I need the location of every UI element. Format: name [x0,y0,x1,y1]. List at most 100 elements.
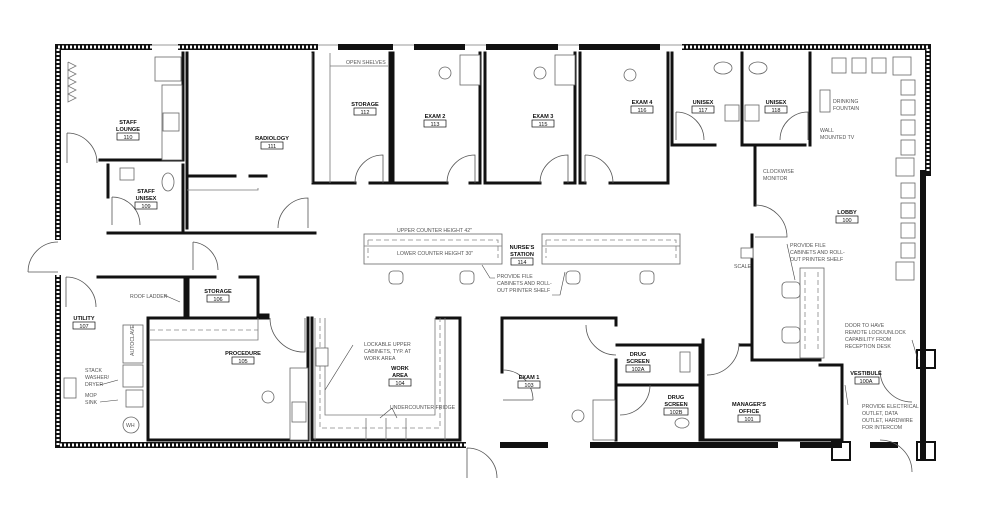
sink-icon [119,167,135,181]
svg-text:STAFF: STAFF [119,120,137,126]
svg-text:116: 116 [638,108,647,114]
svg-text:UNDERCOUNTER FRIDGE: UNDERCOUNTER FRIDGE [390,405,456,411]
svg-text:SCREEN: SCREEN [626,359,649,365]
svg-text:104: 104 [395,381,404,387]
room-label-nurses-station: NURSE'S STATION 114 [510,245,535,266]
svg-text:103: 103 [524,383,533,389]
toilet-icon [713,61,733,75]
svg-text:LOUNGE: LOUNGE [116,127,140,133]
svg-text:DRINKING: DRINKING [833,99,858,105]
svg-text:110: 110 [124,135,133,141]
svg-text:WORK: WORK [391,366,409,372]
svg-text:MANAGER'S: MANAGER'S [732,402,766,408]
svg-text:UNISEX: UNISEX [693,100,714,106]
svg-text:102B: 102B [669,410,682,416]
room-label-work-area: WORK AREA 104 [388,366,412,387]
svg-text:LOCKABLE UPPER: LOCKABLE UPPER [364,342,411,348]
room-label-procedure: PROCEDURE 105 [225,351,261,365]
svg-text:STACK: STACK [85,368,102,374]
svg-text:SCALE: SCALE [734,264,752,270]
svg-text:REMOTE LOCK/UNLOCK: REMOTE LOCK/UNLOCK [845,330,906,336]
svg-text:EXAM 3: EXAM 3 [533,114,554,120]
svg-text:UNISEX: UNISEX [136,196,157,202]
svg-text:106: 106 [213,297,222,303]
room-label-exam-4: EXAM 4 116 [630,100,654,114]
svg-text:111: 111 [268,144,277,150]
svg-text:PROVIDE FILE: PROVIDE FILE [790,243,826,249]
svg-text:115: 115 [539,122,548,128]
svg-text:UTILITY: UTILITY [73,316,94,322]
lobby-seating [831,56,916,281]
svg-text:VESTIBULE: VESTIBULE [850,371,882,377]
svg-text:RECEPTION DESK: RECEPTION DESK [845,344,891,350]
svg-text:MONITOR: MONITOR [763,176,788,182]
fixtures [63,53,916,441]
svg-text:OUTLET, DATA: OUTLET, DATA [862,411,898,417]
svg-text:105: 105 [238,359,247,365]
svg-text:CLOCKWISE: CLOCKWISE [763,169,795,175]
drinking-fountain-icon [819,89,831,113]
svg-text:117: 117 [699,108,708,114]
nurses-station-counters [363,233,681,285]
svg-text:OFFICE: OFFICE [739,409,760,415]
toilet-icon [161,172,175,192]
svg-text:CABINETS AND ROLL-: CABINETS AND ROLL- [790,250,845,256]
svg-text:100: 100 [842,218,851,224]
room-label-exam-2: EXAM 2 113 [423,114,447,128]
svg-text:113: 113 [431,122,440,128]
svg-text:102A: 102A [631,367,644,373]
room-label-unisex-118: UNISEX 118 [764,100,788,114]
svg-text:STATION: STATION [510,252,534,258]
svg-text:CABINETS AND ROLL-: CABINETS AND ROLL- [497,281,552,287]
exterior-walls [55,44,936,461]
svg-text:LOBBY: LOBBY [837,210,857,216]
room-label-drug-screen-102a: DRUG SCREEN 102A [625,352,651,373]
svg-text:109: 109 [141,204,150,210]
svg-text:NURSE'S: NURSE'S [510,245,535,251]
svg-text:OUTLET, HARDWIRE: OUTLET, HARDWIRE [862,418,914,424]
svg-text:OPEN SHELVES: OPEN SHELVES [346,60,386,66]
svg-text:ROOF LADDER: ROOF LADDER [130,294,168,300]
toilet-icon [748,61,768,75]
svg-text:WH: WH [126,423,135,429]
svg-text:AREA: AREA [392,373,408,379]
sink-icon [162,112,180,132]
room-label-storage-106: STORAGE 106 [204,289,232,303]
scale-icon [740,247,754,259]
sink-icon [744,104,760,122]
svg-text:DRYER: DRYER [85,382,103,388]
room-label-staff-lounge: STAFF LOUNGE 110 [116,120,140,141]
note-leaders [99,243,919,419]
svg-text:CABINETS, TYP. AT: CABINETS, TYP. AT [364,349,412,355]
svg-text:PROCEDURE: PROCEDURE [225,351,261,357]
sink-icon [291,401,307,423]
svg-text:SINK: SINK [85,400,98,406]
svg-text:RADIOLOGY: RADIOLOGY [255,136,289,142]
room-label-utility: UTILITY 107 [72,316,96,330]
svg-text:WORK AREA: WORK AREA [364,356,396,362]
svg-text:CAPABILITY FROM: CAPABILITY FROM [845,337,891,343]
svg-text:EXAM 2: EXAM 2 [425,114,446,120]
svg-text:DOOR TO HAVE: DOOR TO HAVE [845,323,885,329]
svg-text:DRUG: DRUG [668,395,684,401]
room-label-exam-3: EXAM 3 115 [531,114,555,128]
svg-text:LOWER COUNTER HEIGHT 30": LOWER COUNTER HEIGHT 30" [397,251,473,257]
room-label-staff-unisex: STAFF UNISEX 109 [134,189,158,210]
sink-icon [315,347,329,367]
room-label-managers-office: MANAGER'S OFFICE 101 [732,402,766,423]
svg-text:DRUG: DRUG [630,352,646,358]
room-label-vestibule: VESTIBULE 100A [850,371,882,385]
toilet-icon [674,417,690,429]
room-label-unisex-117: UNISEX 117 [691,100,715,114]
interior-walls [96,51,844,442]
room-label-storage-112: STORAGE 112 [351,102,379,116]
svg-text:UNISEX: UNISEX [766,100,787,106]
svg-text:SCREEN: SCREEN [664,402,687,408]
svg-text:STAFF: STAFF [137,189,155,195]
refrigerator-icon [154,56,182,82]
svg-text:114: 114 [518,260,527,266]
svg-text:107: 107 [79,324,88,330]
svg-text:STORAGE: STORAGE [204,289,232,295]
water-heater-icon [122,416,140,434]
